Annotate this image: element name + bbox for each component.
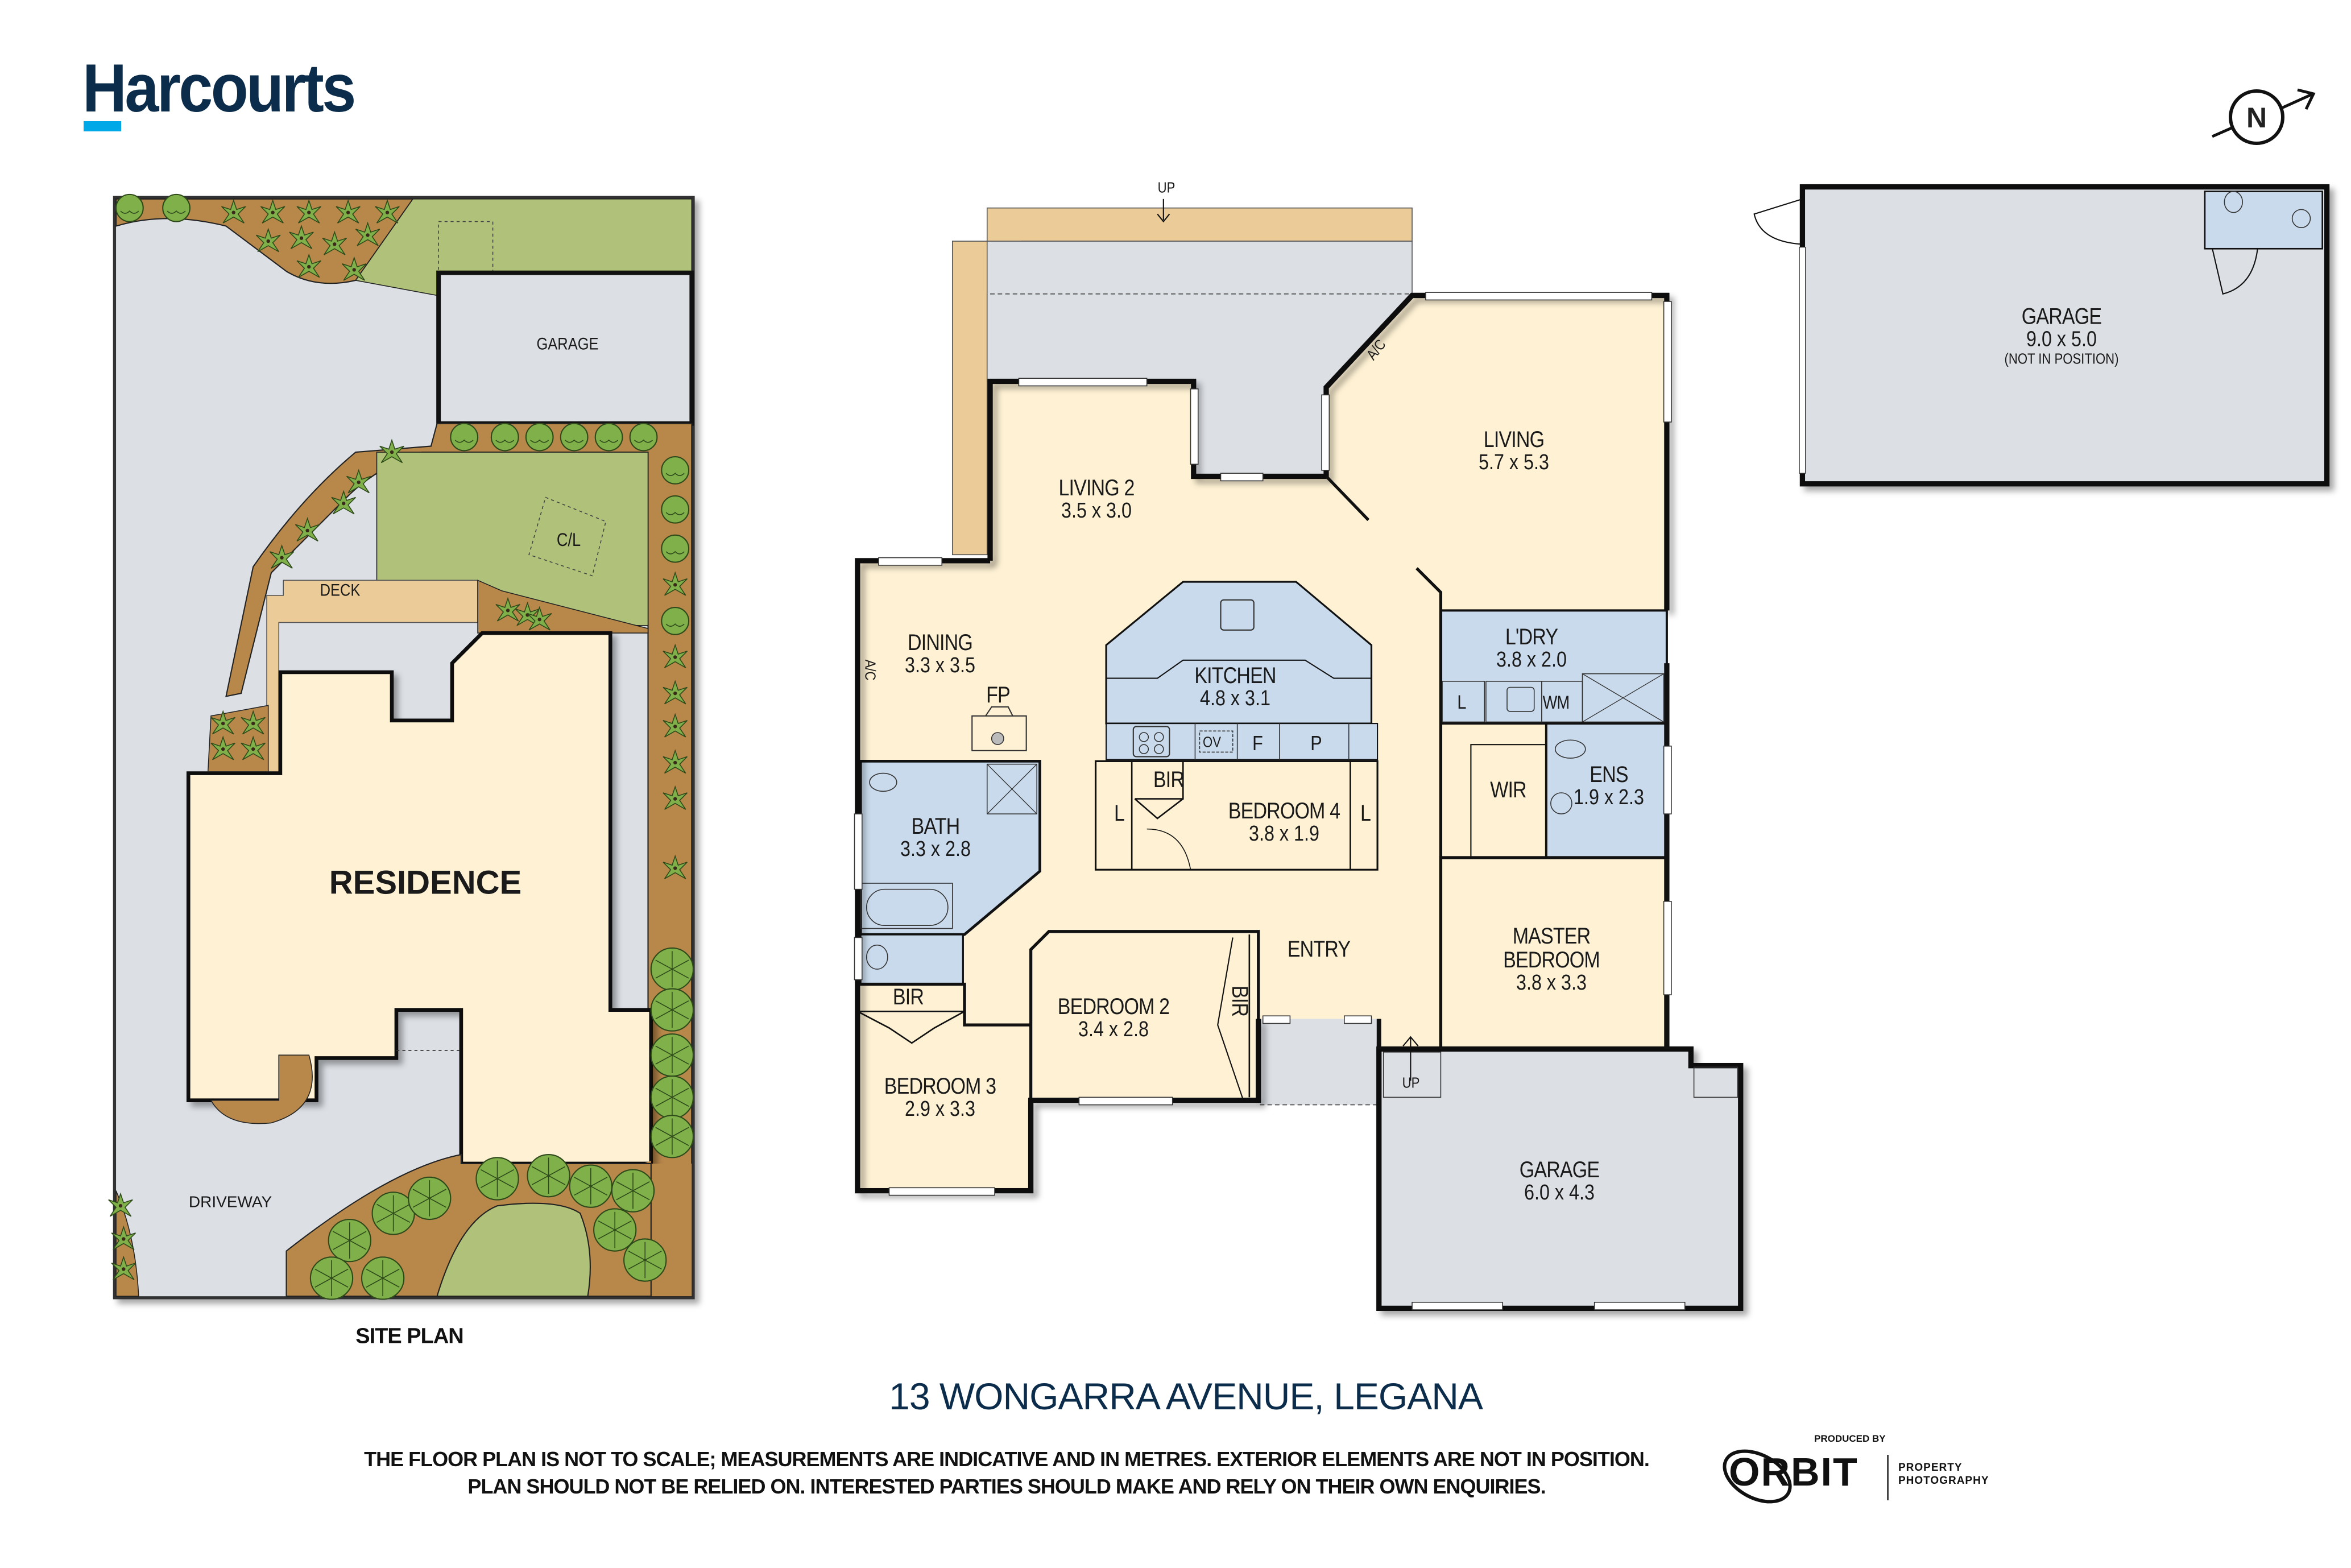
detached-garage-drawing: [1753, 184, 2330, 487]
room-living: LIVING 5.7 x 5.3: [1479, 427, 1549, 475]
linen-left: L: [1114, 801, 1125, 826]
room-ensuite: ENS 1.9 x 2.3: [1574, 762, 1644, 810]
fridge-label: F: [1252, 731, 1263, 755]
site-plan: [107, 193, 695, 1300]
room-entry: ENTRY: [1287, 937, 1351, 962]
property-address: 13 WONGARRA AVENUE, LEGANA: [889, 1375, 1483, 1417]
bir-bedroom-2: BIR: [1227, 985, 1252, 1017]
brand-wordmark: Harcourts: [82, 50, 356, 126]
orbit-wordmark: ORBIT: [1729, 1450, 1859, 1494]
produced-by-label: PRODUCED BY: [1814, 1433, 1886, 1444]
room-bedroom-3: BEDROOM 3 2.9 x 3.3: [884, 1074, 996, 1122]
room-bedroom-2: BEDROOM 2 3.4 x 2.8: [1057, 994, 1170, 1042]
site-garage-label: GARAGE: [536, 334, 599, 354]
room-master-bedroom: MASTER BEDROOM 3.8 x 3.3: [1503, 924, 1600, 995]
site-driveway-label: DRIVEWAY: [188, 1193, 272, 1211]
harcourts-logo: Harcourts: [82, 50, 384, 131]
site-residence-label: RESIDENCE: [329, 864, 522, 901]
north-arrow-icon: N: [2207, 80, 2320, 154]
room-wir: WIR: [1490, 777, 1526, 802]
site-plan-title: SITE PLAN: [355, 1324, 463, 1348]
disclaimer-line-1: THE FLOOR PLAN IS NOT TO SCALE; MEASUREM…: [364, 1447, 1650, 1471]
orbit-producer-logo: PRODUCED BY ORBIT PROPERTY PHOTOGRAPHY: [1717, 1433, 1990, 1507]
bir-bedroom-3: BIR: [892, 984, 924, 1010]
site-deck-label: DECK: [320, 581, 361, 600]
brand-accent-bar: [84, 121, 121, 131]
room-kitchen: KITCHEN 4.8 x 3.1: [1194, 663, 1276, 711]
site-clothesline-label: C/L: [556, 529, 581, 551]
disclaimer-line-2: PLAN SHOULD NOT BE RELIED ON. INTERESTED…: [467, 1475, 1546, 1498]
linen-laundry: L: [1457, 692, 1466, 714]
detached-garage-label: GARAGE 9.0 x 5.0 (NOT IN POSITION): [2004, 304, 2119, 367]
fireplace-label: FP: [986, 682, 1011, 708]
washing-machine-label: WM: [1542, 692, 1570, 713]
room-bedroom-4: BEDROOM 4 3.8 x 1.9: [1228, 799, 1340, 846]
oven-label: OV: [1203, 733, 1221, 751]
stairs-up-top: UP: [1157, 179, 1176, 196]
orbit-tagline: PROPERTY PHOTOGRAPHY: [1898, 1462, 1989, 1487]
room-garage: GARAGE 6.0 x 4.3: [1519, 1157, 1600, 1205]
room-laundry: L'DRY 3.8 x 2.0: [1496, 624, 1567, 672]
main-floor-plan: [854, 198, 1744, 1312]
bir-bedroom-4: BIR: [1153, 767, 1185, 792]
room-living-2: LIVING 2 3.5 x 3.0: [1058, 475, 1135, 523]
linen-right: L: [1360, 801, 1371, 826]
room-dining: DINING 3.3 x 3.5: [905, 630, 975, 678]
stairs-up-entry: UP: [1402, 1074, 1420, 1091]
room-bath: BATH 3.3 x 2.8: [900, 814, 971, 862]
svg-text:N: N: [2246, 102, 2267, 134]
orbit-ring-icon: [1723, 1449, 1792, 1504]
pantry-label: P: [1310, 731, 1322, 755]
ac-dining-label: A/C: [862, 659, 879, 681]
orbit-separator: [1887, 1455, 1889, 1500]
